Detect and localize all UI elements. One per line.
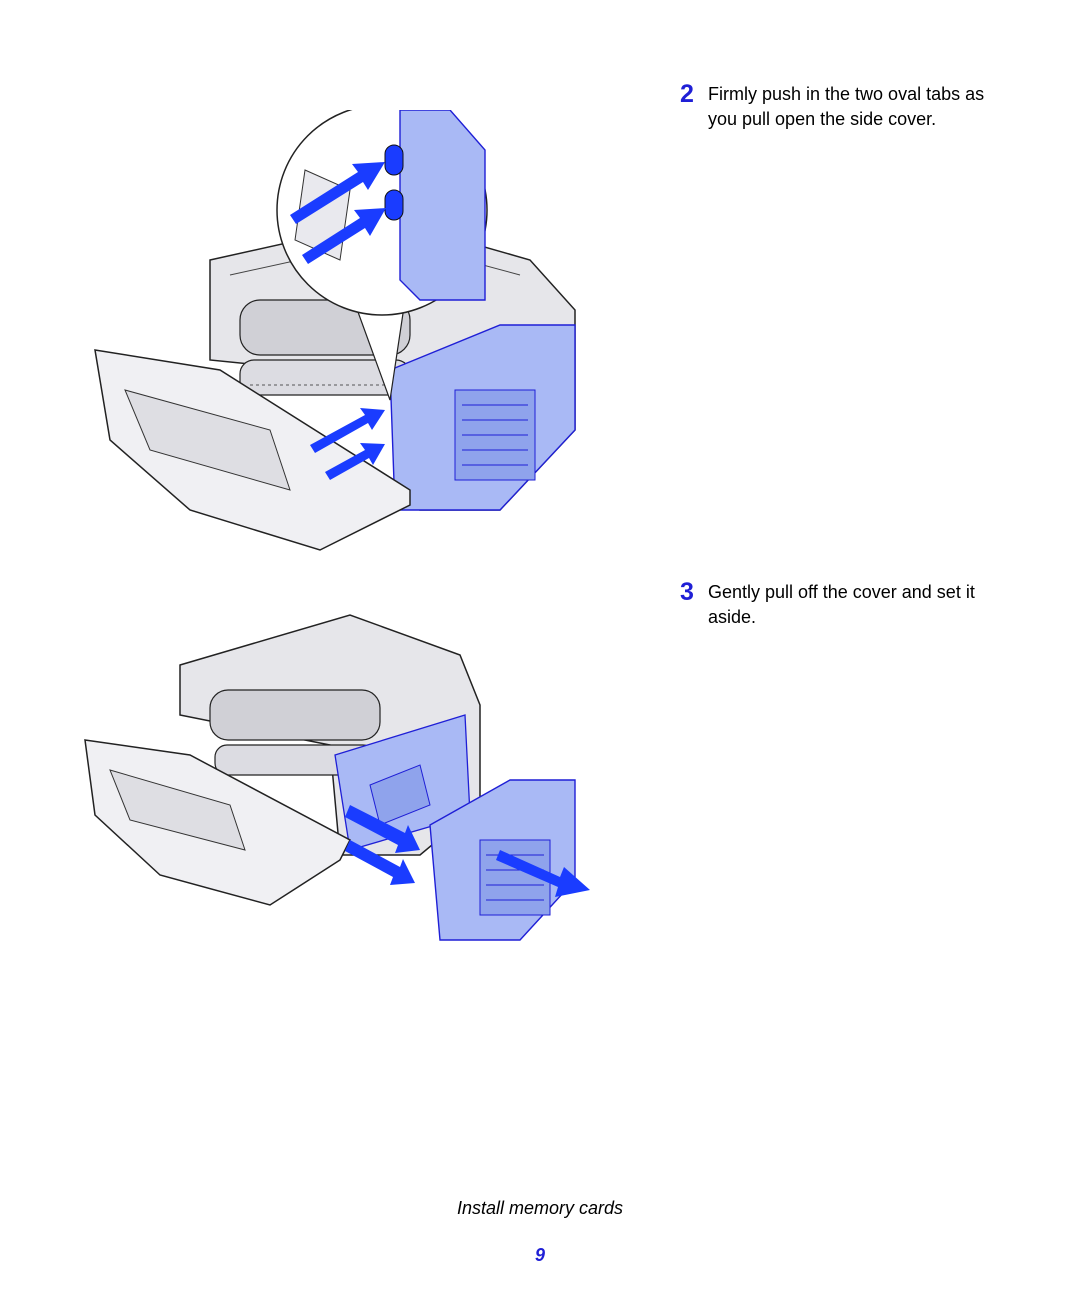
arrow-icon <box>345 805 420 853</box>
step-number: 2 <box>680 80 694 108</box>
printer-cover-removal-illustration <box>84 614 590 941</box>
step-number: 3 <box>680 578 694 606</box>
step-instruction: Firmly push in the two oval tabs as you … <box>708 84 985 129</box>
arrow-icon <box>325 443 385 480</box>
printer-open-door-illustration <box>94 110 576 551</box>
step-instruction: Gently pull off the cover and set it asi… <box>708 582 975 627</box>
arrow-icon <box>345 840 415 885</box>
page-number: 9 <box>534 1245 545 1265</box>
arrow-icon <box>302 208 386 264</box>
arrow-icon <box>310 408 385 453</box>
footer-section-title: Install memory cards <box>456 1198 624 1218</box>
arrow-icon <box>496 850 590 897</box>
arrow-icon <box>290 162 385 224</box>
